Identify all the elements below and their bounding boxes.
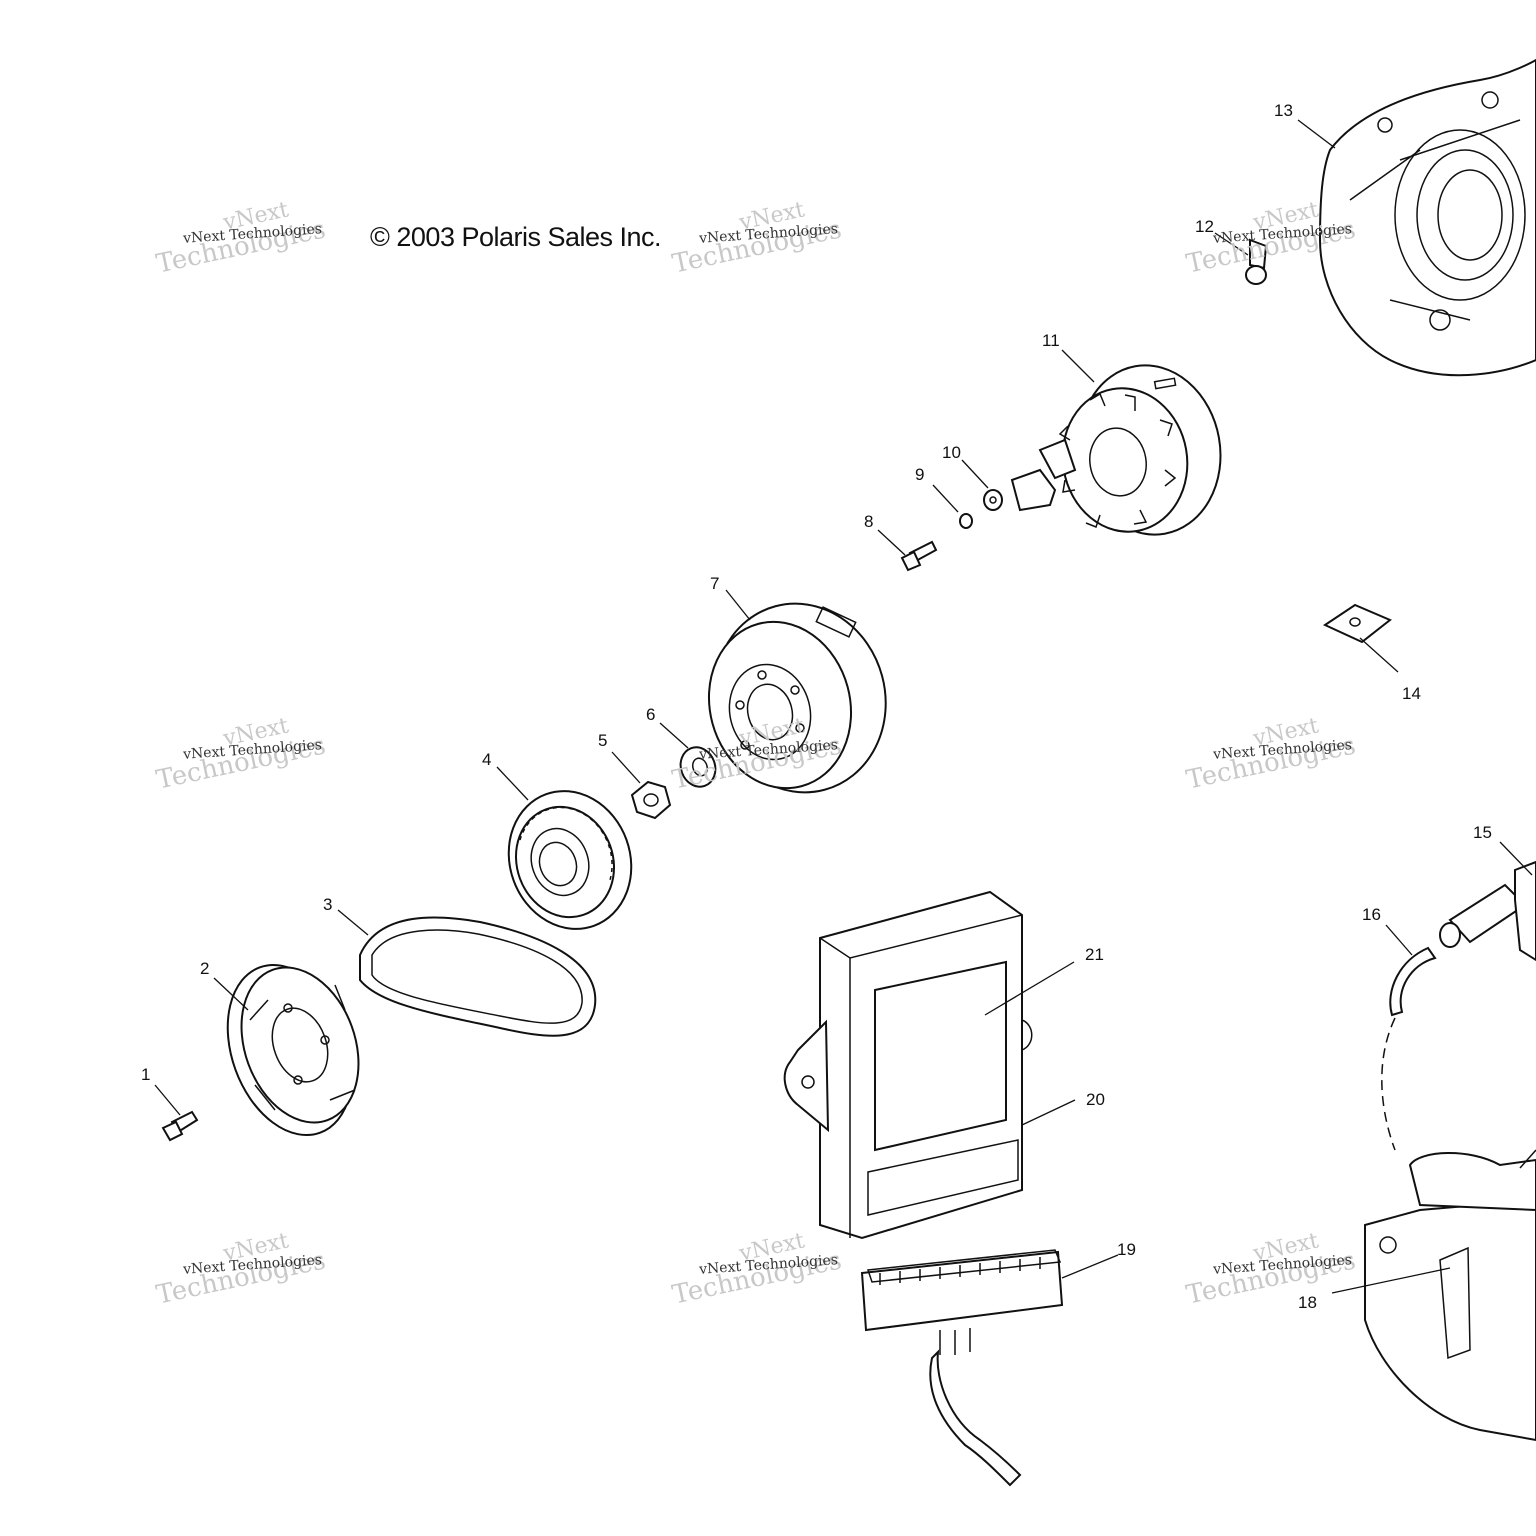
part-14-clip[interactable] bbox=[1322, 603, 1399, 673]
part-21-label-panel[interactable] bbox=[874, 960, 1075, 1152]
callout-12: 12 bbox=[1195, 217, 1214, 236]
callout-11: 11 bbox=[1042, 331, 1060, 350]
part-5-nut[interactable] bbox=[611, 751, 672, 820]
part-3-belt[interactable] bbox=[337, 909, 597, 1037]
callout-3: 3 bbox=[323, 895, 332, 914]
part-2-pulley-cup[interactable] bbox=[205, 947, 379, 1152]
copyright-text: © 2003 Polaris Sales Inc. bbox=[370, 222, 662, 252]
part-16-wire[interactable] bbox=[1381, 924, 1437, 1151]
callout-15: 15 bbox=[1473, 823, 1492, 842]
part-4-sprocket[interactable] bbox=[490, 766, 651, 946]
part-8-bolt[interactable] bbox=[877, 529, 938, 572]
callout-9: 9 bbox=[915, 465, 924, 484]
callout-7: 7 bbox=[710, 574, 719, 593]
callout-21: 21 bbox=[1085, 945, 1104, 964]
part-11-stator[interactable] bbox=[1010, 349, 1234, 546]
part-7-flywheel[interactable] bbox=[691, 584, 907, 812]
callout-16: 16 bbox=[1362, 905, 1381, 924]
callout-14: 14 bbox=[1402, 684, 1421, 703]
part-9-nut[interactable] bbox=[932, 484, 973, 529]
callout-20: 20 bbox=[1086, 1090, 1105, 1109]
part-13-housing[interactable] bbox=[1297, 58, 1536, 377]
part-18-ignition-coil[interactable] bbox=[1331, 1149, 1536, 1442]
callout-10: 10 bbox=[942, 443, 961, 462]
callout-13: 13 bbox=[1274, 101, 1293, 120]
part-19-connector[interactable] bbox=[860, 1249, 1119, 1487]
callout-5: 5 bbox=[598, 731, 607, 750]
part-15-plug-cap[interactable] bbox=[1439, 841, 1536, 962]
callout-19: 19 bbox=[1117, 1240, 1136, 1259]
part-1-bolt[interactable] bbox=[154, 1084, 199, 1142]
callout-4: 4 bbox=[482, 750, 491, 769]
callout-2: 2 bbox=[200, 959, 209, 978]
callout-8: 8 bbox=[864, 512, 873, 531]
callout-1: 1 bbox=[141, 1065, 150, 1084]
callout-6: 6 bbox=[646, 705, 655, 724]
part-12-bolt[interactable] bbox=[1214, 232, 1268, 285]
part-10-washer[interactable] bbox=[961, 459, 1003, 511]
callout-18: 18 bbox=[1298, 1293, 1317, 1312]
part-6-washer[interactable] bbox=[659, 722, 721, 792]
copyright-notice: © 2003 Polaris Sales Inc. bbox=[370, 222, 662, 253]
